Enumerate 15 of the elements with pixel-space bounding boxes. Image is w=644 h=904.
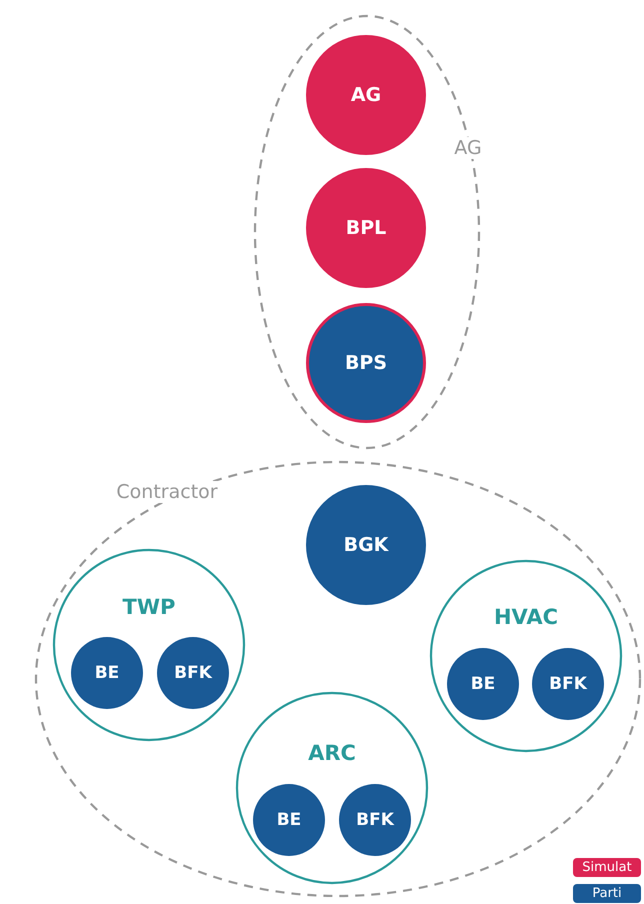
role-label: BFK — [356, 810, 394, 830]
role-label: BE — [94, 663, 120, 683]
role-label: BFK — [549, 674, 587, 694]
role-label: BPL — [346, 217, 386, 239]
team-label: ARC — [308, 741, 356, 765]
role-label: BGK — [344, 534, 388, 556]
legend-item: Parti — [573, 884, 641, 903]
legend-item: Simulat — [573, 858, 641, 877]
role-label: BE — [470, 674, 496, 694]
team-label: TWP — [122, 595, 176, 619]
role-label: BFK — [174, 663, 212, 683]
role-label: AG — [350, 84, 382, 106]
role-label: BPS — [344, 352, 388, 374]
role-label: BE — [276, 810, 302, 830]
team-label: HVAC — [494, 605, 558, 629]
